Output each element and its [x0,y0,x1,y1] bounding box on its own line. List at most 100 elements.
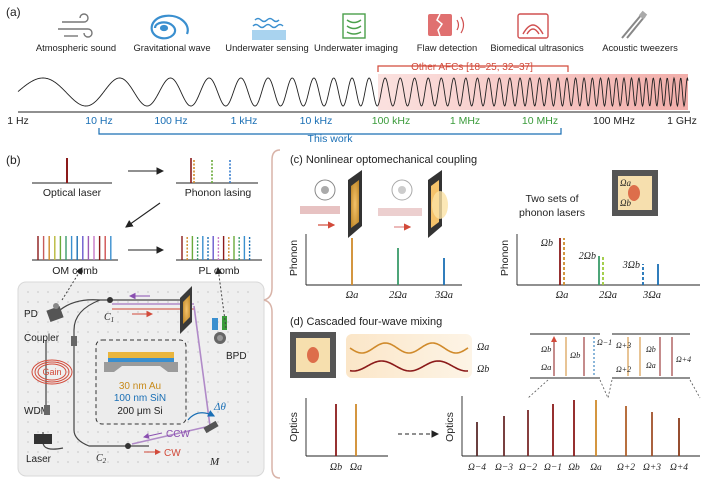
table-hole [37,331,39,333]
tick-100mhz: 100 MHz [593,115,635,127]
ultrasound-scan-icon [517,13,549,39]
app-label-tweezers: Acoustic tweezers [602,42,678,53]
table-hole [87,391,89,393]
level-right-label-3: Ω+2 [616,365,631,374]
table-hole [87,341,89,343]
table-hole [37,461,39,463]
table-hole [77,411,79,413]
table-hole [227,331,229,333]
comb-tick-a: Ωa [590,463,602,473]
table-hole [77,461,79,463]
table-hole [237,411,239,413]
table-hole [217,431,219,433]
table-hole [37,451,39,453]
optics-y-label-right: Optics [444,412,456,442]
table-hole [37,421,39,423]
table-hole [177,441,179,443]
comb-tick-p3: Ω+3 [643,463,661,473]
optics-left-tick-b: Ωb [330,462,342,473]
table-hole [37,391,39,393]
table-hole [247,361,249,363]
table-hole [137,331,139,333]
table-hole [137,431,139,433]
this-work-label: This work [308,133,354,145]
table-hole [187,441,189,443]
table-hole [67,461,69,463]
wdm-label: WDM [24,406,49,417]
comb-tick-m3: Ω−3 [495,463,513,473]
table-hole [47,321,49,323]
table-hole [247,391,249,393]
pd-label: PD [24,309,38,320]
phonon-left-tick-3: 3Ωa [434,290,453,301]
table-hole [157,461,159,463]
table-hole [47,401,49,403]
table-hole [197,391,199,393]
table-hole [197,431,199,433]
app-label-atmospheric: Atmospheric sound [36,42,116,53]
membrane-illustration-1 [300,170,362,238]
gain-coil-icon [31,359,73,385]
table-hole [137,311,139,313]
comb-tick-p2: Ω+2 [617,463,635,473]
table-hole [247,401,249,403]
table-hole [187,351,189,353]
level-right-label-5: Ω+4 [676,355,691,364]
table-hole [67,421,69,423]
table-hole [167,331,169,333]
phonon-right-label-b3: 3Ωb [622,260,640,271]
table-hole [37,321,39,323]
table-hole [217,391,219,393]
table-hole [67,451,69,453]
table-hole [77,341,79,343]
table-hole [217,401,219,403]
table-hole [197,311,199,313]
table-hole [167,311,169,313]
wind-icon [58,13,93,38]
c1-label: C1 [104,312,114,324]
table-hole [57,401,59,403]
table-hole [87,431,89,433]
table-hole [107,431,109,433]
table-hole [67,431,69,433]
table-hole [47,461,49,463]
table-hole [87,311,89,313]
mirror-label: M [209,456,220,468]
table-hole [117,291,119,293]
table-hole [27,301,29,303]
table-hole [27,371,29,373]
table-hole [217,371,219,373]
energy-levels-left [530,333,600,379]
table-hole [237,321,239,323]
app-label-biomedical: Biomedical ultrasonics [490,42,584,53]
level-left-label-3: Ωb [570,350,580,360]
beam-splitter-icon [212,316,227,330]
table-hole [27,391,29,393]
table-hole [247,441,249,443]
table-hole [227,401,229,403]
sonar-imaging-icon [342,13,366,39]
phonon-y-label-right: Phonon [499,240,511,276]
circulator-2-icon [125,443,131,449]
table-hole [27,321,29,323]
level-left-label-4: Ω−1 [597,338,612,347]
table-hole [87,331,89,333]
table-hole [197,421,199,423]
table-hole [167,321,169,323]
comb-tick-b: Ωb [568,463,580,473]
membrane-illustration-2 [378,170,448,238]
table-hole [127,291,129,293]
table-hole [37,301,39,303]
optics-left-tick-a: Ωa [350,462,362,473]
table-hole [87,291,89,293]
table-hole [117,331,119,333]
water-waves-icon [252,17,286,40]
table-hole [27,341,29,343]
table-hole [117,451,119,453]
table-hole [137,291,139,293]
level-right-label-1: Ω+3 [616,341,631,350]
table-hole [27,401,29,403]
tick-1khz: 1 kHz [231,115,258,127]
table-hole [177,461,179,463]
table-hole [217,301,219,303]
